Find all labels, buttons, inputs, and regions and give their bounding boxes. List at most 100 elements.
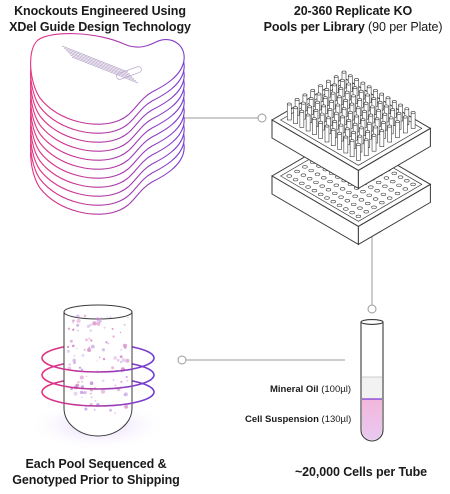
well-pin bbox=[293, 107, 298, 124]
well bbox=[333, 183, 340, 187]
slot-shape bbox=[116, 66, 142, 80]
well bbox=[363, 210, 369, 214]
well-pin-top bbox=[345, 127, 350, 131]
well bbox=[308, 168, 314, 173]
plate-side bbox=[357, 183, 431, 246]
cell-speck bbox=[86, 347, 92, 353]
well bbox=[317, 192, 324, 196]
ring-front bbox=[41, 391, 155, 407]
pools-label-light: (90 per Plate) bbox=[364, 20, 443, 34]
pools-label-bold: Pools per Library bbox=[263, 20, 365, 34]
cell-speck bbox=[68, 363, 72, 367]
cell-speck bbox=[67, 345, 70, 348]
well-pin-top bbox=[349, 139, 355, 143]
well-pin bbox=[349, 140, 355, 157]
well bbox=[402, 187, 409, 191]
cylinder-body bbox=[63, 312, 133, 437]
well-pin-top bbox=[387, 124, 392, 128]
well-pin bbox=[363, 139, 369, 157]
well-pin-top bbox=[294, 98, 300, 101]
well-pin-top bbox=[354, 78, 359, 81]
cell-speck bbox=[105, 341, 108, 344]
layer-outline bbox=[30, 33, 185, 125]
well-pin-top bbox=[348, 110, 353, 114]
mineral-oil-label: Mineral Oil (100µl) bbox=[270, 384, 351, 396]
well-pin-top bbox=[376, 109, 381, 112]
well-pin-top bbox=[327, 108, 333, 111]
well-pin-top bbox=[318, 84, 323, 88]
well bbox=[375, 180, 382, 185]
cell-speck bbox=[83, 348, 86, 351]
well-pin-top bbox=[340, 78, 345, 82]
mineral-oil-volume: (100µl) bbox=[318, 384, 351, 395]
well-pin-top bbox=[391, 100, 397, 103]
well bbox=[314, 172, 321, 176]
cell-speck bbox=[80, 385, 85, 389]
cell-speck bbox=[83, 314, 87, 318]
well-pin-top bbox=[322, 96, 328, 100]
well-pin-top bbox=[373, 125, 378, 129]
cell-speck bbox=[73, 354, 76, 357]
cell-speck bbox=[127, 316, 129, 319]
cell-suspension-name: Cell Suspension bbox=[245, 414, 319, 425]
well-pin-top bbox=[349, 102, 355, 106]
well-pin-top bbox=[371, 97, 377, 101]
cell-speck bbox=[126, 379, 129, 382]
cell-speck bbox=[99, 319, 102, 323]
well-pin-top bbox=[356, 142, 361, 146]
cell-speck bbox=[111, 366, 115, 370]
cell-speck bbox=[125, 358, 130, 363]
well-pin bbox=[337, 133, 342, 150]
connector-lines bbox=[177, 113, 377, 365]
well bbox=[388, 188, 394, 192]
well bbox=[391, 171, 397, 176]
well-pin-top bbox=[382, 112, 388, 116]
detail-line bbox=[67, 52, 135, 79]
well-pin-top bbox=[381, 121, 386, 124]
well-pin-top bbox=[313, 109, 319, 112]
well bbox=[390, 180, 396, 184]
well bbox=[339, 187, 346, 191]
well-pin-top bbox=[360, 81, 366, 85]
well bbox=[311, 189, 318, 193]
well bbox=[368, 185, 374, 189]
pools-label: 20-360 Replicate KO Pools per Library (9… bbox=[258, 3, 448, 35]
cell-speck bbox=[72, 358, 77, 363]
well-pin-top bbox=[343, 135, 349, 139]
well-pin-top bbox=[338, 87, 344, 90]
well-pin-top bbox=[308, 97, 314, 100]
well-pin-top bbox=[357, 134, 363, 138]
well-pin-top bbox=[305, 113, 311, 117]
well-pin-top bbox=[360, 118, 366, 122]
cell-speck bbox=[72, 321, 74, 324]
cell-speck bbox=[114, 412, 116, 414]
cell-speck bbox=[79, 390, 84, 395]
well-pin-top bbox=[324, 124, 330, 128]
cell-speck bbox=[81, 381, 83, 383]
cell-speck bbox=[93, 408, 96, 411]
well-pin bbox=[387, 125, 392, 143]
well-pin bbox=[395, 121, 400, 138]
well bbox=[336, 203, 343, 207]
cell-speck bbox=[76, 318, 81, 323]
well-pin-top bbox=[346, 119, 352, 122]
cell-suspension-label: Cell Suspension (130µl) bbox=[245, 414, 351, 426]
cell-speck bbox=[89, 381, 94, 385]
cell-speck bbox=[109, 316, 112, 319]
well bbox=[379, 201, 385, 205]
mineral-oil-name: Mineral Oil bbox=[270, 384, 319, 395]
well-pin-top bbox=[324, 88, 330, 91]
well bbox=[332, 191, 338, 196]
cell-speck bbox=[80, 396, 83, 399]
cell-speck bbox=[101, 348, 106, 352]
well-pin-top bbox=[330, 128, 336, 132]
cell-speck bbox=[107, 342, 110, 345]
well-pin-top bbox=[341, 70, 347, 74]
well bbox=[305, 185, 311, 189]
well bbox=[372, 197, 379, 201]
well-pin-top bbox=[293, 106, 298, 110]
detail-line bbox=[71, 56, 139, 84]
test-tube-icon bbox=[360, 319, 384, 442]
well bbox=[330, 200, 336, 204]
well bbox=[300, 173, 307, 177]
